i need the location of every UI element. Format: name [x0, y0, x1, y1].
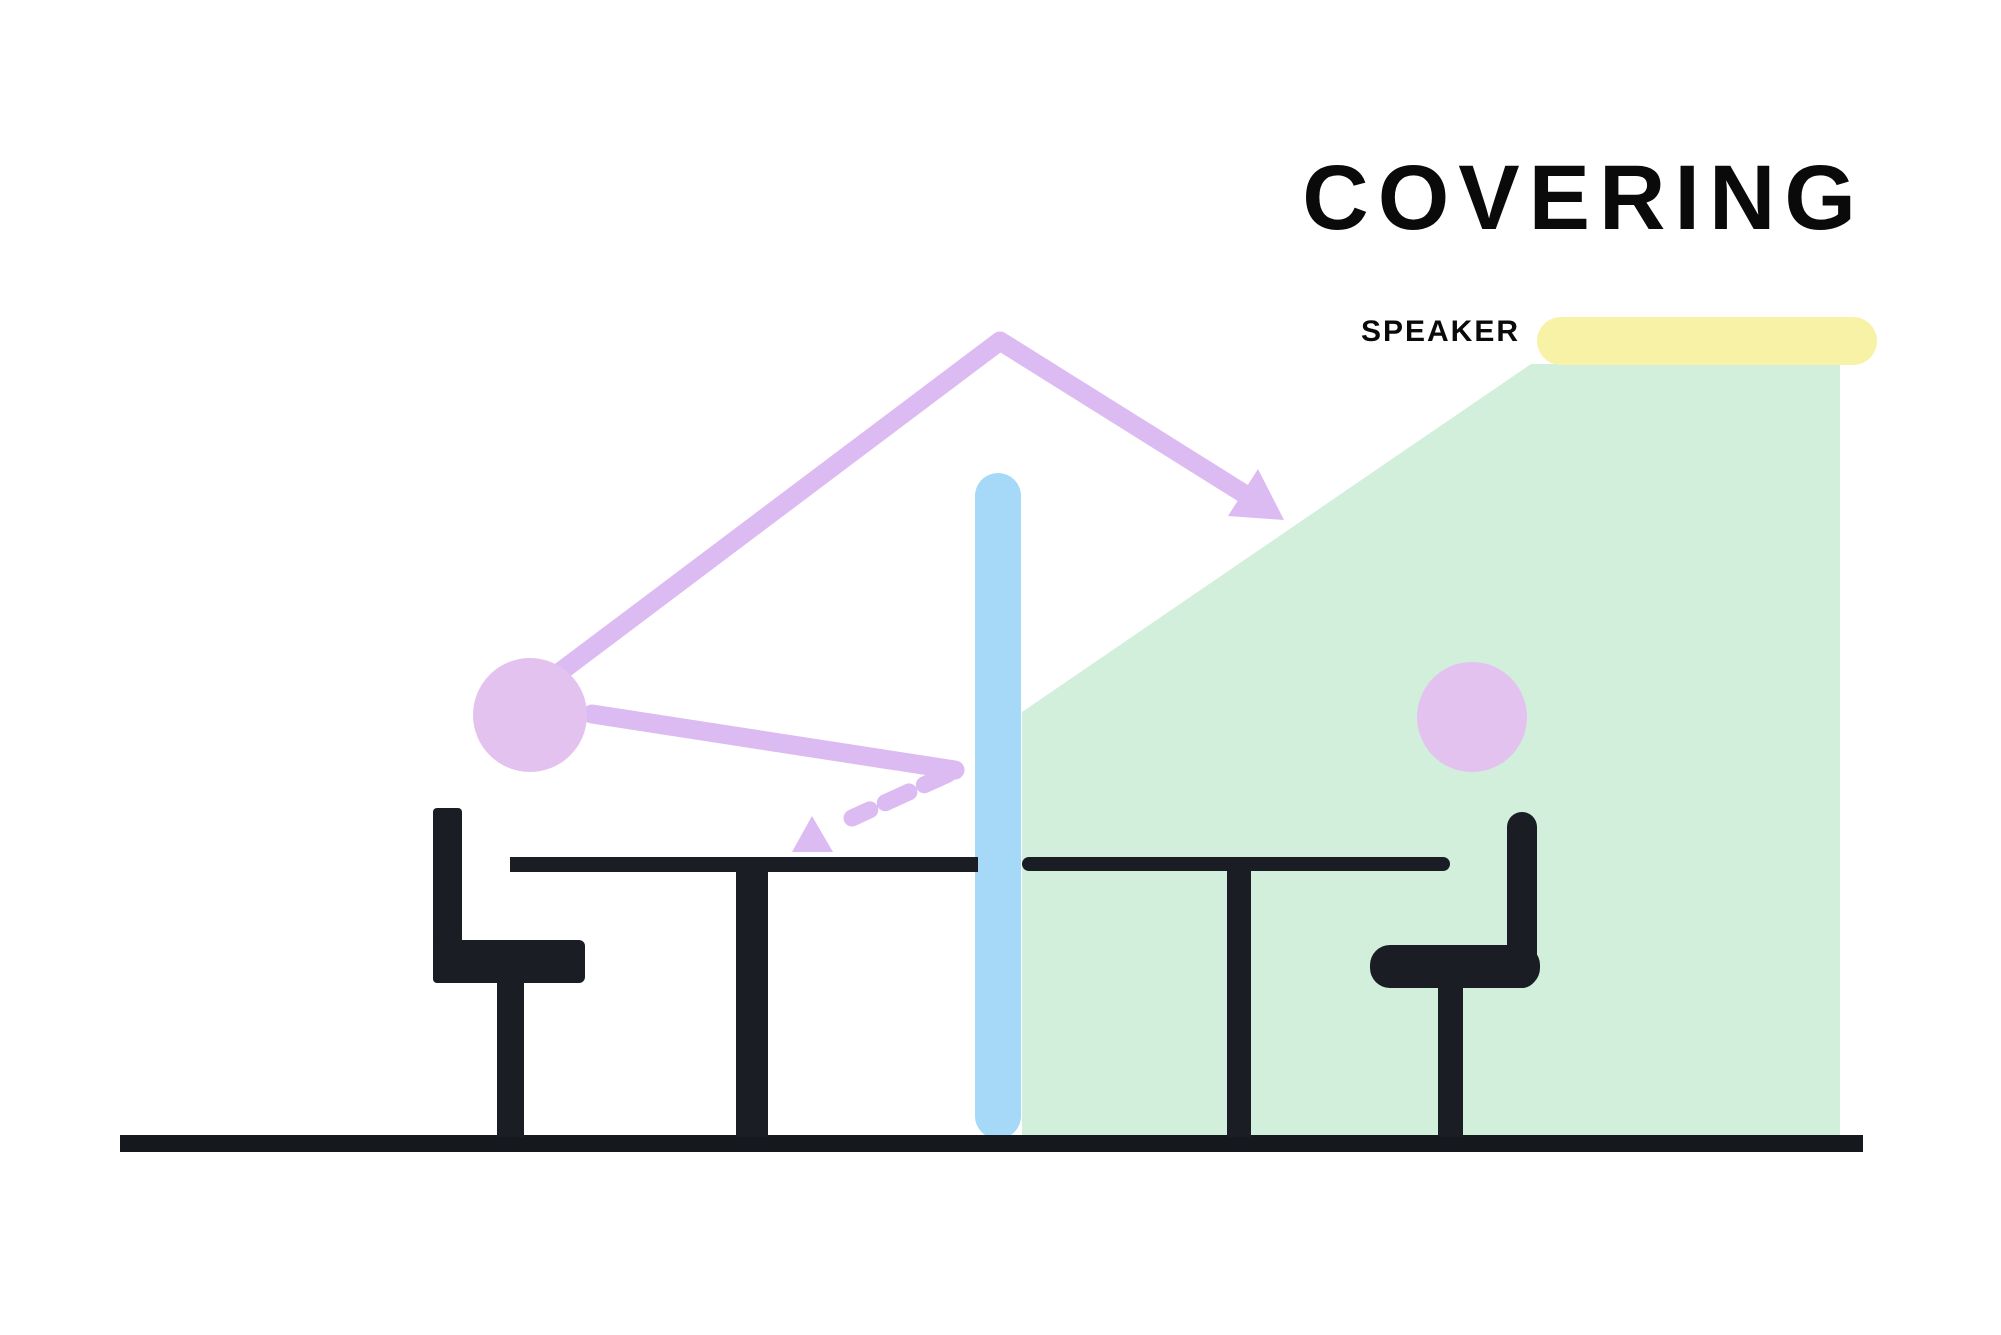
speaker-bar — [1537, 317, 1877, 365]
left-workstation — [433, 808, 978, 1137]
sound-arrowhead-down-icon — [792, 816, 833, 852]
left-person-head — [473, 658, 587, 772]
left-desk-leg — [736, 872, 768, 1137]
right-chair-seat — [1370, 945, 1540, 988]
right-desk-top — [1022, 857, 1450, 871]
sound-arrowhead-right-icon — [1228, 469, 1284, 520]
acoustic-divider — [975, 473, 1021, 1139]
left-chair-backrest — [433, 808, 462, 983]
sound-path-over-line — [550, 331, 1272, 682]
page-title: COVERING — [1302, 147, 1865, 249]
left-desk-top — [510, 857, 978, 872]
left-chair-leg — [497, 983, 524, 1137]
right-person-head — [1417, 662, 1527, 772]
left-chair-seat — [433, 940, 585, 983]
ground-line — [120, 1135, 1863, 1152]
sound-path-blocked — [582, 704, 965, 852]
right-chair-leg — [1438, 985, 1463, 1137]
speaker-label: SPEAKER — [1360, 315, 1520, 348]
sound-path-deflected-dashes — [843, 765, 957, 827]
right-chair-backrest — [1507, 812, 1537, 988]
sound-path-direct-line — [582, 704, 965, 780]
sound-path-over-divider — [550, 331, 1284, 682]
right-workstation — [1022, 812, 1540, 1137]
right-desk-leg — [1227, 868, 1251, 1137]
